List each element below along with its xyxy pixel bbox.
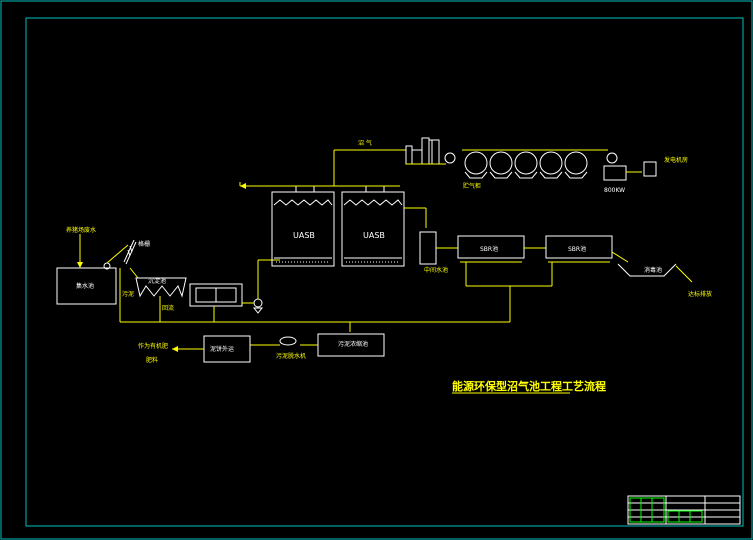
diagram-title: 能源环保型沼气池工程工艺流程 bbox=[452, 379, 606, 393]
grille-label: 格栅 bbox=[138, 240, 150, 248]
disinfection-label: 消毒池 bbox=[644, 266, 662, 274]
sedimentation-tank bbox=[135, 277, 187, 298]
sbr-tank-1 bbox=[457, 235, 525, 259]
wastewater-in-label: 养猪场废水 bbox=[66, 226, 96, 234]
intermediate-tank-label: 中间水池 bbox=[424, 266, 448, 274]
biogas-label: 沼 气 bbox=[358, 139, 372, 147]
intermediate-tank bbox=[419, 231, 437, 265]
collection-tank-label: 集水池 bbox=[76, 282, 94, 290]
discharge-label: 达标排放 bbox=[688, 290, 712, 298]
equip-room-label: 发电机房 bbox=[664, 156, 688, 164]
reflux-label: 回流 bbox=[162, 304, 174, 312]
uasb-reactor-2 bbox=[341, 185, 405, 267]
gas-storage-tanks bbox=[444, 149, 590, 179]
fertilizer-label: 肥料 bbox=[146, 356, 158, 364]
inner-frame bbox=[25, 17, 744, 527]
sludge-line-label: 污泥 bbox=[122, 290, 134, 298]
sludge-use-label: 作为有机肥 bbox=[138, 342, 168, 350]
gas-purifier bbox=[405, 137, 446, 165]
sbr1-label: SBR池 bbox=[480, 245, 498, 253]
sbr-tank-2 bbox=[545, 235, 613, 259]
sedimentation-label: 沉淀池 bbox=[148, 277, 166, 285]
sbr2-label: SBR池 bbox=[568, 245, 586, 253]
sludge-dewater-label: 污泥脱水机 bbox=[276, 352, 306, 360]
disinfection-tank bbox=[617, 263, 677, 277]
feed-pump-icon bbox=[253, 298, 263, 308]
equip-room-box bbox=[643, 161, 657, 177]
generator-label: 800KW bbox=[604, 187, 625, 194]
sludge-tank-label: 污泥浓缩池 bbox=[338, 340, 368, 348]
arrow-head-icon bbox=[77, 262, 83, 268]
grille bbox=[123, 239, 137, 265]
generator bbox=[590, 149, 642, 181]
sludge-out-label: 泥饼外运 bbox=[210, 345, 234, 353]
title-block bbox=[627, 495, 741, 525]
uasb2-label: UASB bbox=[363, 231, 385, 240]
dewater-machine-icon bbox=[279, 336, 297, 346]
regulating-tank bbox=[189, 283, 243, 307]
uasb1-label: UASB bbox=[293, 231, 315, 240]
storage-tank-label: 贮气柜 bbox=[463, 182, 481, 190]
uasb-reactor-1 bbox=[271, 185, 335, 267]
collection-tank bbox=[56, 267, 117, 305]
